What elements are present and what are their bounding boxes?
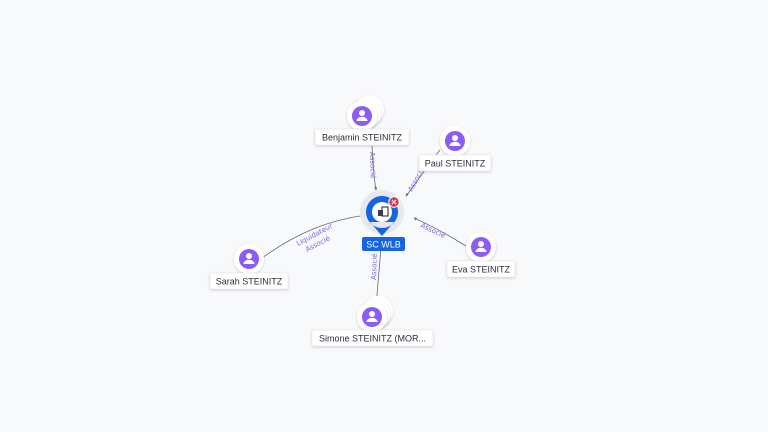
person-icon bbox=[362, 307, 382, 327]
company-building-icon bbox=[378, 206, 389, 217]
center-label-box bbox=[362, 237, 405, 251]
person-icon bbox=[239, 249, 259, 269]
person-node-benjamin[interactable]: Benjamin STEINITZ bbox=[314, 95, 410, 146]
edges bbox=[261, 145, 467, 297]
person-icon bbox=[352, 106, 372, 126]
center-node[interactable]: SC WLB bbox=[360, 190, 405, 251]
edge-sarah bbox=[261, 213, 367, 259]
center-label: SC WLB bbox=[366, 240, 401, 250]
person-node-paul[interactable]: Paul STEINITZ bbox=[418, 126, 492, 172]
edge-label-eva: Associé bbox=[419, 222, 446, 240]
person-node-eva[interactable]: Eva STEINITZ bbox=[446, 232, 516, 278]
person-name-eva: Eva STEINITZ bbox=[452, 265, 511, 275]
edge-paul bbox=[405, 149, 441, 197]
edge-eva bbox=[413, 217, 467, 247]
person-icon bbox=[471, 237, 491, 257]
edge-label-benjamin: Associé bbox=[368, 152, 377, 179]
person-name-simone: Simone STEINITZ (MOR... bbox=[319, 334, 426, 344]
person-icon bbox=[445, 131, 465, 151]
person-name-benjamin: Benjamin STEINITZ bbox=[322, 133, 403, 143]
person-node-simone[interactable]: Simone STEINITZ (MOR... bbox=[311, 296, 434, 347]
close-icon[interactable] bbox=[388, 196, 400, 208]
person-nodes: Benjamin STEINITZ Paul STEINITZ Eva STEI… bbox=[209, 95, 516, 347]
person-name-sarah: Sarah STEINITZ bbox=[216, 277, 283, 287]
edge-label-simone: Associé bbox=[370, 253, 379, 280]
person-name-paul: Paul STEINITZ bbox=[425, 159, 486, 169]
edge-benjamin bbox=[371, 145, 378, 191]
person-node-sarah[interactable]: Sarah STEINITZ bbox=[209, 244, 289, 290]
